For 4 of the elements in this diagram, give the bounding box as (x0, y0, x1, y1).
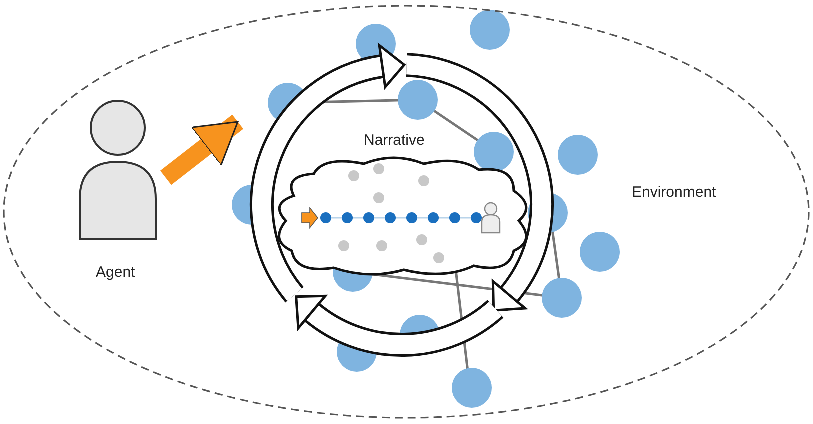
arrow (160, 114, 244, 186)
node-label: Narrative (364, 132, 425, 150)
agent-label: Agent (96, 264, 136, 282)
environment-label: Environment (632, 184, 716, 202)
